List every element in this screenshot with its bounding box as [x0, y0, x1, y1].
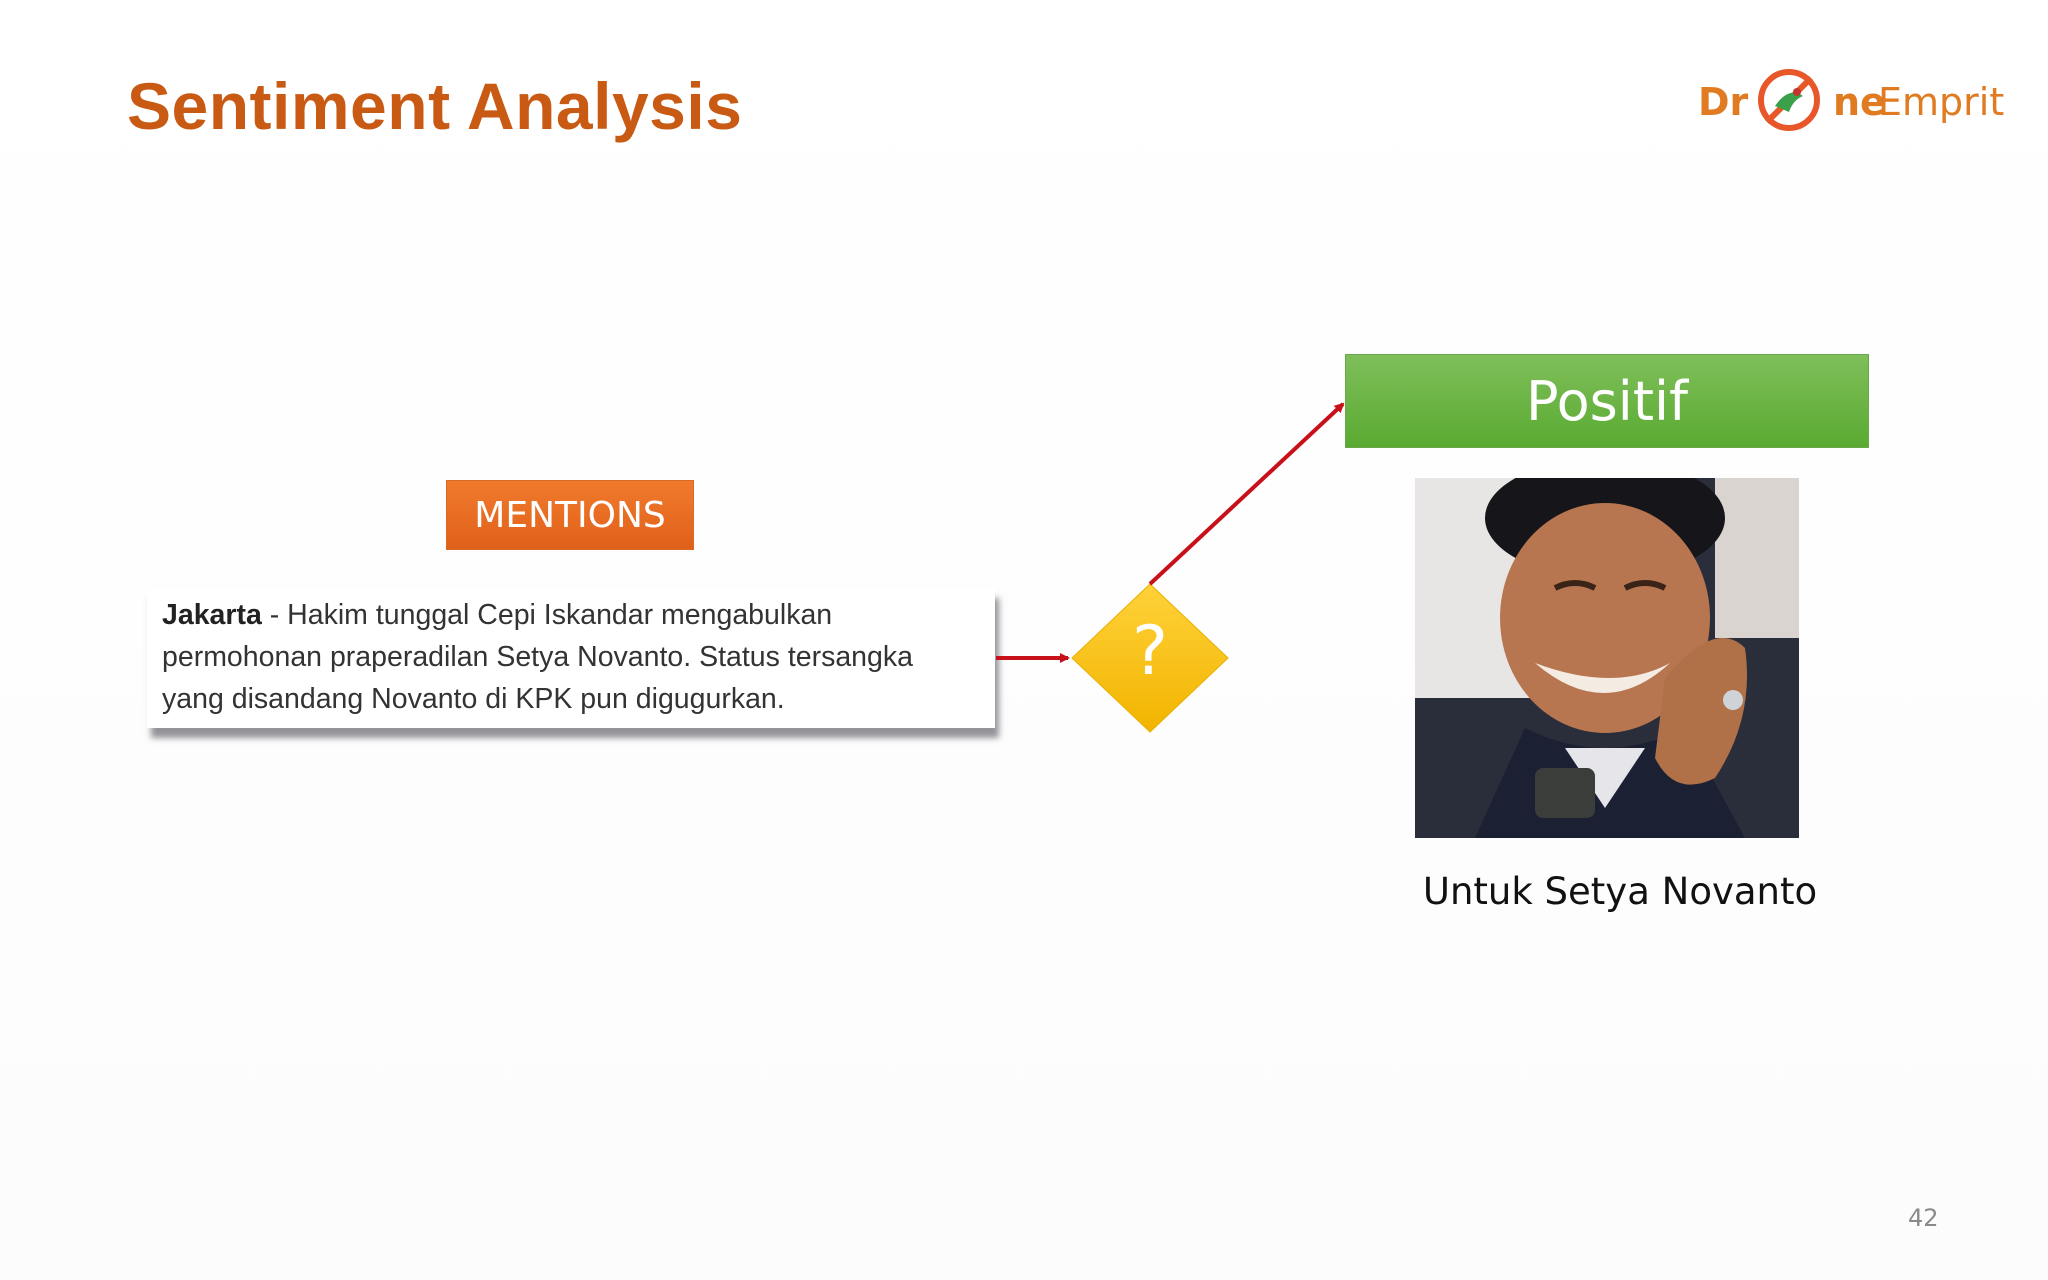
- page-number: 42: [1908, 1204, 1939, 1232]
- logo-text-part3: Emprit: [1878, 80, 2005, 124]
- logo-text-part1: Dr: [1698, 80, 1749, 124]
- photo-caption: Untuk Setya Novanto: [1422, 870, 1818, 913]
- slide-title: Sentiment Analysis: [127, 69, 743, 143]
- logo-text-part2: ne: [1833, 80, 1886, 124]
- drone-bird-icon: [1758, 69, 1820, 131]
- arrow-decision-to-positif: [1148, 402, 1345, 586]
- decision-diamond: [1071, 583, 1229, 733]
- drone-emprit-logo: Dr ne Emprit: [1698, 66, 2004, 138]
- quote-lead: Jakarta: [162, 599, 262, 631]
- positif-result-box: Positif: [1345, 354, 1869, 448]
- quote-body: - Hakim tunggal Cepi Iskandar mengabulka…: [162, 599, 913, 715]
- decision-question-mark: ?: [1131, 612, 1169, 691]
- mention-quote-box: Jakarta - Hakim tunggal Cepi Iskandar me…: [147, 588, 995, 728]
- person-photo: [1415, 478, 1799, 838]
- mentions-label-box: MENTIONS: [446, 480, 694, 550]
